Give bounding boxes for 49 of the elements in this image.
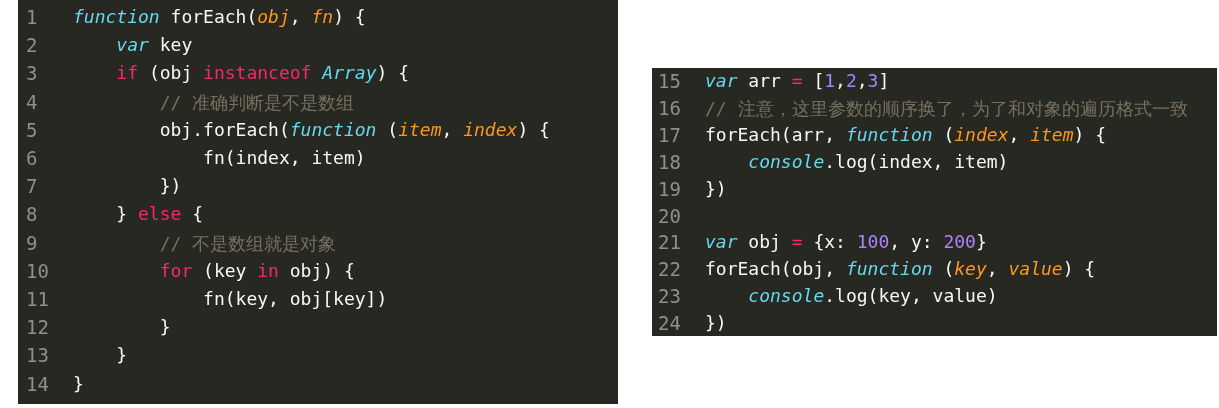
line-number: 24 (658, 312, 681, 335)
code-panel (652, 68, 1217, 336)
line-number: 16 (658, 96, 681, 119)
code-line: } (115, 344, 128, 366)
line-number: 20 (658, 204, 681, 227)
line-number: 5 (26, 118, 38, 141)
line-number: 6 (26, 147, 38, 169)
code-line: // 不是数组就是对象 (158, 231, 337, 256)
code-panel (18, 0, 618, 404)
code-line: // 注意，这里参数的顺序换了，为了和对象的遍历格式一致 (705, 96, 1188, 121)
code-line: } (158, 316, 171, 338)
line-number: 13 (26, 344, 49, 367)
code-line: console.log(index, item) (747, 150, 1009, 172)
line-number: 2 (26, 34, 38, 57)
code-line: forEach(obj, function (key, value) { (705, 258, 1096, 280)
line-number: 14 (26, 372, 49, 395)
code-line: } (73, 372, 84, 394)
code-line: forEach(arr, function (index, item) { (705, 123, 1107, 145)
code-line: fn(key, obj[key]) (202, 288, 388, 309)
code-line: obj.forEach(function (item, index) { (158, 118, 550, 140)
code-line: }) (705, 177, 727, 199)
line-number: 19 (658, 177, 681, 200)
line-number: 9 (26, 231, 38, 254)
line-number: 7 (26, 175, 38, 198)
code-line: function forEach(obj, fn) { (73, 6, 366, 27)
code-line: // 准确判断是不是数组 (158, 90, 355, 115)
line-number: 11 (26, 288, 49, 310)
line-number: 17 (658, 123, 681, 146)
line-number: 10 (26, 259, 49, 282)
line-number: 21 (658, 231, 681, 254)
code-line: }) (158, 175, 182, 197)
code-line: for (key in obj) { (158, 259, 355, 281)
code-line: }) (705, 312, 727, 334)
line-number: 23 (658, 285, 681, 308)
code-line: if (obj instanceof Array) { (115, 62, 409, 84)
line-number: 18 (658, 150, 681, 173)
code-line: var key (115, 34, 193, 56)
line-number: 8 (26, 203, 38, 226)
line-number: 22 (658, 258, 681, 281)
line-number: 1 (26, 6, 38, 28)
code-line: console.log(key, value) (747, 285, 998, 307)
line-number: 15 (658, 70, 681, 92)
code-line: fn(index, item) (202, 147, 366, 168)
code-line: var arr = [1,2,3] (705, 70, 890, 91)
line-number: 3 (26, 62, 38, 85)
line-number: 12 (26, 316, 49, 339)
line-number: 4 (26, 90, 38, 113)
code-line: var obj = {x: 100, y: 200} (705, 231, 987, 253)
code-line: } else { (115, 203, 204, 225)
